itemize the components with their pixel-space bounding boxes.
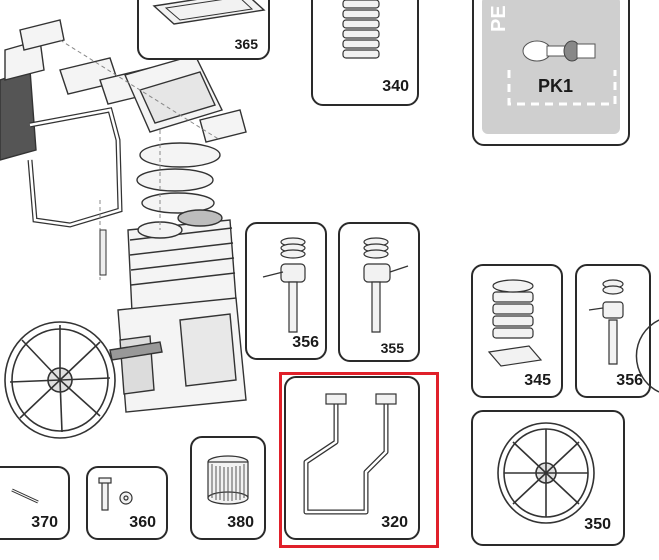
kit-panel: PE PK1 [482,0,620,134]
part-box-345[interactable]: 345 [471,264,563,398]
part-box-350[interactable]: 350 [471,410,625,546]
part-number: 360 [129,514,156,531]
part-box-355[interactable]: 355 [338,222,420,362]
gasket-plate-drawing [152,0,266,25]
piston-rod-drawing-b [588,279,624,365]
bolt-nut-drawing [98,477,133,511]
part-number: 380 [227,514,254,531]
part-box-365[interactable]: 365 [137,0,270,60]
part-box-340[interactable]: 340 [311,0,419,106]
part-number: 340 [382,78,409,95]
part-number: 370 [31,514,58,531]
part-box-320[interactable]: 320 [284,376,420,540]
air-filter-drawing [207,455,249,505]
cylinder-gasket-drawing [487,279,543,367]
part-number: 345 [524,372,551,389]
cylinder-fin-drawing [342,0,380,59]
pin-drawing [11,488,39,504]
piston-assembly-drawing [363,237,409,333]
part-box-356-b[interactable]: 356 [575,264,651,398]
part-box-360[interactable]: 360 [86,466,168,540]
kit-dashed-frame [507,70,617,106]
part-box-pk1[interactable]: PE PK1 [472,0,630,146]
part-box-370[interactable]: 370 [0,466,70,540]
part-number: 356 [292,334,319,351]
partial-wheel-drawing [635,319,659,393]
piston-rod-drawing [262,237,306,333]
flywheel-drawing [497,422,595,524]
support-bracket-drawing [303,393,397,515]
selection-highlight [279,372,439,548]
compressor-assembly-drawing [0,19,247,439]
kit-banner-text: PE [488,5,510,32]
part-box-380[interactable]: 380 [190,436,266,540]
part-number: 320 [381,514,408,531]
part-number: 355 [380,340,404,356]
part-number: 356 [616,372,643,389]
part-box-356[interactable]: 356 [245,222,327,360]
part-number: 365 [234,36,258,52]
part-number: 350 [584,516,611,533]
valve-kit-drawing [522,40,596,62]
kit-label: PK1 [538,76,574,96]
